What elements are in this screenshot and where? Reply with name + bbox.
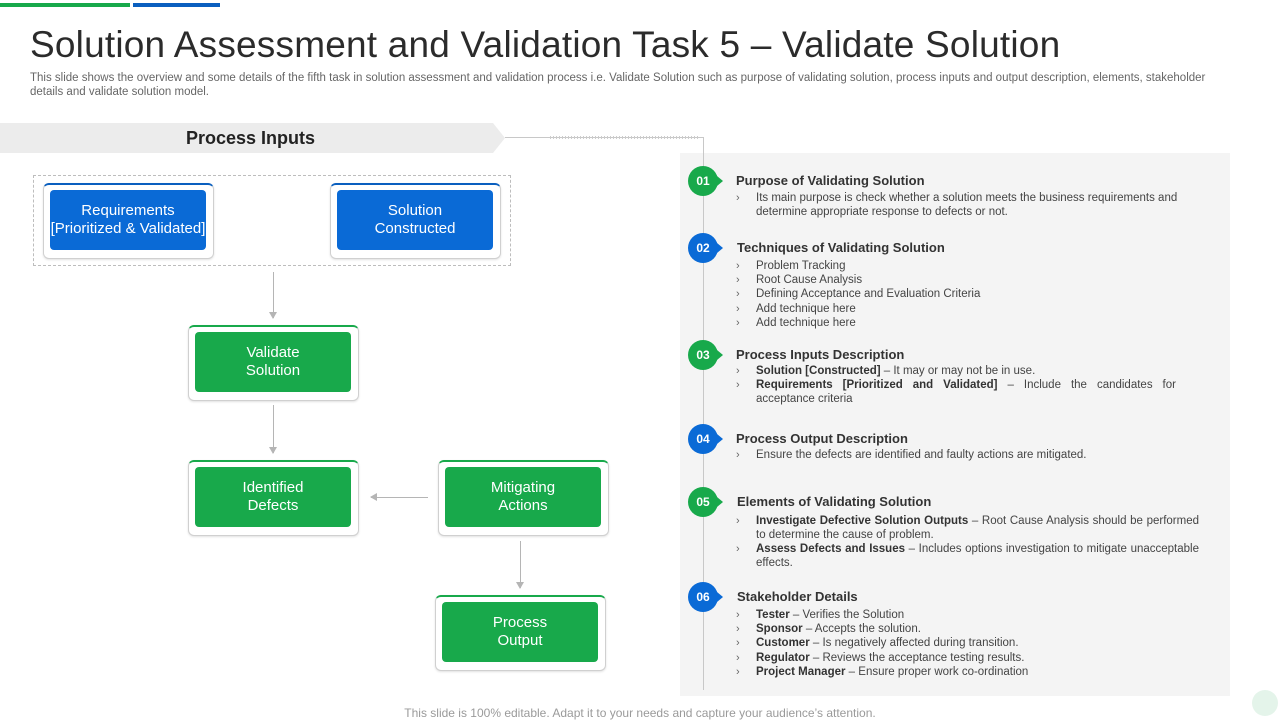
arrow-actions-to-defects	[370, 493, 428, 501]
bullet-item: ›Its main purpose is check whether a sol…	[736, 192, 1178, 219]
bullet-item: ›Ensure the defects are identified and f…	[736, 449, 1087, 461]
node-process-output: Process Output	[442, 602, 598, 662]
bullet-item: ›Customer – Is negatively affected durin…	[736, 637, 1019, 649]
bullet-item: ›Project Manager – Ensure proper work co…	[736, 666, 1029, 678]
bullet-item: ›Investigate Defective Solution Outputs …	[736, 515, 1199, 542]
badge-06: 06	[688, 582, 723, 612]
section-title-purpose: Purpose of Validating Solution	[736, 173, 925, 188]
badge-05: 05	[688, 487, 723, 517]
bullet-item: ›Solution [Constructed] – It may or may …	[736, 365, 1036, 377]
badge-03: 03	[688, 340, 723, 370]
dotted-connector	[550, 136, 700, 139]
arrow-validate-to-defects	[269, 405, 277, 454]
accent-bar-green	[0, 3, 130, 7]
node-requirements: Requirements [Prioritized & Validated]	[50, 190, 206, 250]
node-identified-defects: Identified Defects	[195, 467, 351, 527]
slide-footer: This slide is 100% editable. Adapt it to…	[404, 706, 876, 720]
bullet-item: ›Sponsor – Accepts the solution.	[736, 623, 921, 635]
section-title-stakeholders: Stakeholder Details	[737, 589, 858, 604]
badge-04: 04	[688, 424, 723, 454]
bullet-item: ›Requirements [Prioritized and Validated…	[736, 379, 1176, 406]
details-panel	[680, 153, 1230, 696]
badge-02: 02	[688, 233, 723, 263]
bullet-item: ›Add technique here	[736, 303, 856, 315]
section-title-inputs-description: Process Inputs Description	[736, 347, 905, 362]
slide-title: Solution Assessment and Validation Task …	[30, 24, 1061, 65]
bullet-item: ›Root Cause Analysis	[736, 274, 863, 286]
bullet-item: ›Regulator – Reviews the acceptance test…	[736, 652, 1025, 664]
section-title-elements: Elements of Validating Solution	[737, 494, 932, 509]
bullet-item: ›Tester – Verifies the Solution	[736, 609, 905, 621]
node-mitigating-actions: Mitigating Actions	[445, 467, 601, 527]
node-validate-solution: Validate Solution	[195, 332, 351, 392]
process-inputs-label: Process Inputs	[186, 128, 316, 148]
bullet-item: ›Defining Acceptance and Evaluation Crit…	[736, 288, 981, 300]
slide-subtitle: This slide shows the overview and some d…	[30, 72, 1206, 98]
process-inputs-banner	[0, 123, 505, 153]
section-title-output-description: Process Output Description	[736, 431, 908, 446]
arrow-inputs-to-validate	[269, 272, 277, 319]
corner-decoration	[1252, 690, 1278, 716]
badge-01: 01	[688, 166, 723, 196]
inputs-group	[33, 175, 511, 266]
section-title-techniques: Techniques of Validating Solution	[737, 240, 945, 255]
arrow-actions-to-output	[516, 541, 524, 589]
bullet-item: ›Assess Defects and Issues – Includes op…	[736, 543, 1199, 570]
bullet-item: ›Add technique here	[736, 317, 856, 329]
timeline-line	[703, 137, 704, 690]
accent-bar-blue	[133, 3, 220, 7]
bullet-item: ›Problem Tracking	[736, 260, 846, 272]
node-solution-constructed: Solution Constructed	[337, 190, 493, 250]
